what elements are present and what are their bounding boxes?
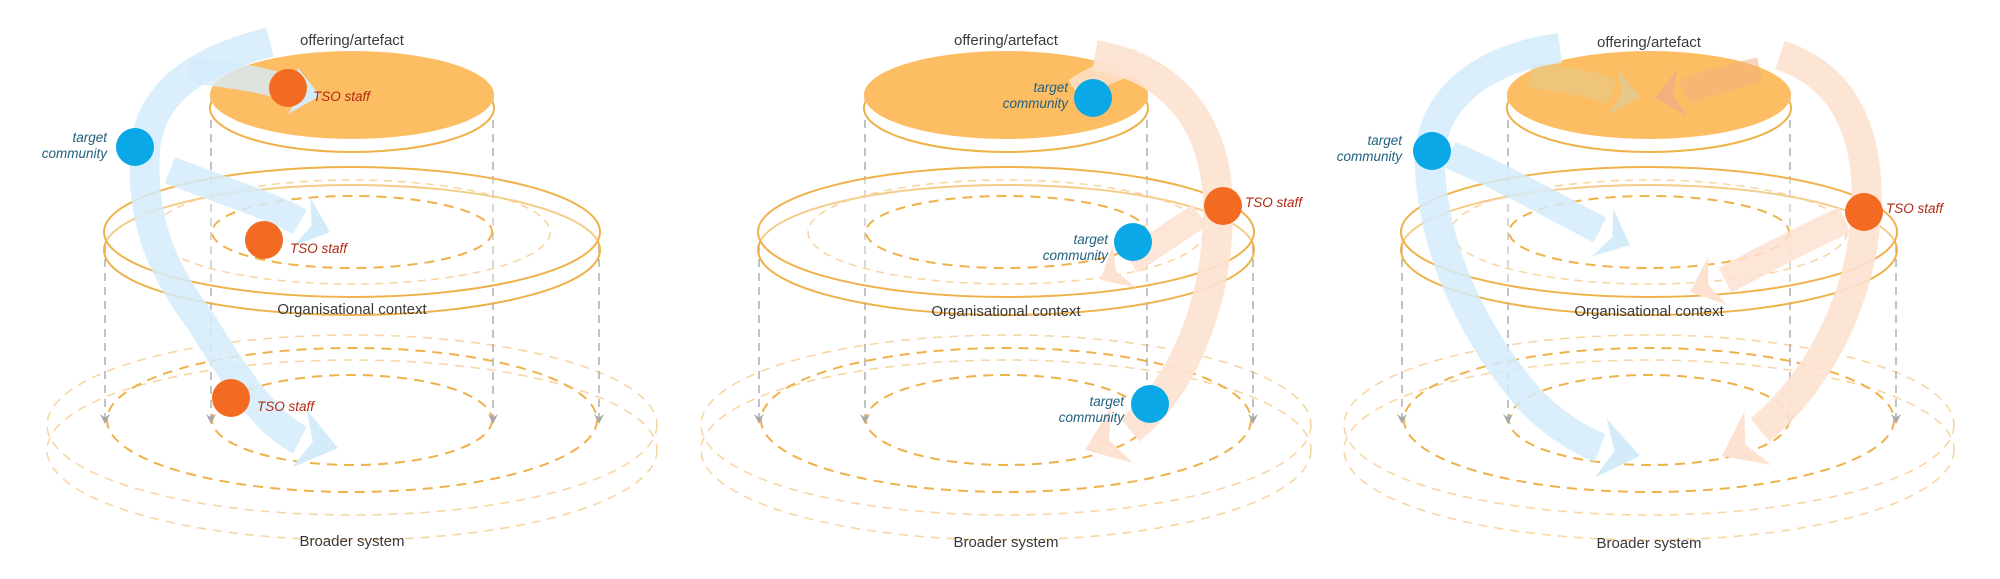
staff-arrow-top-head (1655, 68, 1688, 117)
target-community-dot (1131, 385, 1169, 423)
tso-staff-dot (269, 69, 307, 107)
guide-arrowhead-3 (1503, 414, 1513, 424)
guide-arrowhead-2 (594, 414, 604, 424)
tso-staff-dot (245, 221, 283, 259)
broader-ring-outer (46, 334, 658, 516)
guide-arrowhead-2 (1891, 414, 1901, 424)
broader-system-label: Broader system (299, 533, 404, 550)
guide-arrowhead-1 (1397, 414, 1407, 424)
target-community-dot (1114, 223, 1152, 261)
broader-ring-outer (700, 334, 1312, 516)
broader-system-label: Broader system (953, 534, 1058, 551)
organisational-context-label: Organisational context (1574, 303, 1724, 320)
broader-system-label: Broader system (1596, 535, 1701, 552)
organisational-context-label: Organisational context (931, 303, 1081, 320)
guide-arrowhead-1 (754, 414, 764, 424)
tso-staff-actor: TSO staff (1845, 193, 1944, 231)
staff-arrow-branch-head (1100, 245, 1137, 288)
community-arrowhead (1594, 418, 1640, 478)
staff-arrowhead (1085, 407, 1134, 463)
tso-staff-actor: TSO staff (212, 379, 315, 417)
community-arrowhead (291, 409, 338, 468)
tso-staff-label: TSO staff (290, 241, 348, 256)
community-arrow-top-head (1607, 67, 1640, 116)
tso-staff-actor: TSO staff (269, 69, 371, 107)
community-arrow-branch-head (293, 197, 330, 247)
guide-arrowhead-2 (1248, 414, 1258, 424)
tso-staff-dot (1204, 187, 1242, 225)
community-arrow-branch (1444, 142, 1607, 243)
community-arrow-branch-head (1591, 208, 1630, 257)
tso-staff-actor: TSO staff (1204, 187, 1303, 225)
tso-staff-label: TSO staff (257, 399, 315, 414)
broader-ring-outer (1343, 334, 1955, 516)
tso-staff-actor: TSO staff (245, 221, 348, 259)
target-community-dot (1413, 132, 1451, 170)
staff-arrow-top-branch (1678, 57, 1763, 105)
staff-arrowhead (1722, 411, 1772, 465)
offering-disk-top (864, 51, 1148, 139)
broader-system-rings (700, 334, 1312, 541)
organisational-context-label: Organisational context (277, 301, 427, 318)
offering-artefact-label: offering/artefact (954, 32, 1059, 49)
guide-arrowhead-3 (860, 414, 870, 424)
broader-ring-outer-bottom (1343, 359, 1955, 541)
tso-staff-dot (212, 379, 250, 417)
org-disk-bottom-rim (103, 184, 601, 316)
target-community-dot (1074, 79, 1112, 117)
community-arrow-top-branch (1528, 62, 1617, 105)
target-community-dot (116, 128, 154, 166)
community-arrow-branch (164, 157, 307, 235)
staff-arrow-branch (1718, 207, 1851, 293)
tso-staff-label: TSO staff (1245, 195, 1303, 210)
guide-arrowhead-3 (206, 414, 216, 424)
guide-arrowhead-1 (100, 414, 110, 424)
broader-ring-mid (106, 347, 598, 493)
org-ring-inner (211, 195, 493, 269)
guide-arrowhead-4 (488, 414, 498, 424)
org-disk-top (757, 166, 1255, 298)
broader-ring-outer-bottom (46, 359, 658, 541)
offering-artefact-label: offering/artefact (1597, 34, 1702, 51)
tso-staff-label: TSO staff (1886, 201, 1944, 216)
tso-staff-dot (1845, 193, 1883, 231)
staff-arrow-branch-head (1690, 256, 1728, 305)
broader-system-rings (1343, 334, 1955, 541)
tso-staff-label: TSO staff (313, 89, 371, 104)
offering-artefact-label: offering/artefact (300, 32, 405, 49)
broader-ring-outer-bottom (700, 359, 1312, 541)
org-disk-bottom-rim (757, 184, 1255, 316)
community-arrow (1414, 33, 1606, 462)
broader-system-rings (46, 334, 658, 541)
org-disk-bottom-rim (1400, 184, 1898, 316)
guide-lines (754, 92, 1258, 424)
